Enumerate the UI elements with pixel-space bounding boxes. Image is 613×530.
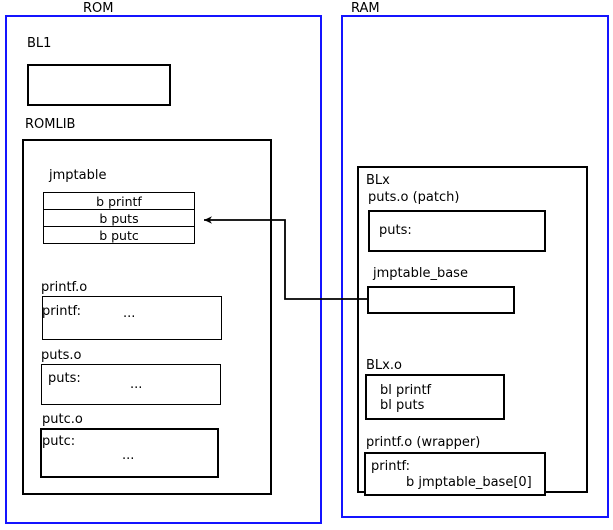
jmptable-row-printf-text: b printf <box>96 193 142 209</box>
putc-o-body: ... <box>122 448 135 463</box>
puts-o-symbol: puts: <box>48 371 81 386</box>
rom-region-label: ROM <box>83 1 114 16</box>
ram-region-label: RAM <box>351 1 380 16</box>
printf-o-body: ... <box>123 306 136 321</box>
bl1-label: BL1 <box>27 36 52 51</box>
printf-o-symbol: printf: <box>42 304 82 319</box>
jmptable-row-puts-text: b puts <box>99 210 139 226</box>
blx-o-label: BLx.o <box>366 358 402 373</box>
blx-o-line-1: bl printf <box>380 383 432 398</box>
printf-wrapper-box: printf: b jmptable_base[0] <box>364 452 546 496</box>
blx-label: BLx <box>366 173 390 188</box>
jmptable-row-putc-text: b putc <box>99 227 139 243</box>
jmptable-row-printf[interactable]: b printf <box>43 192 195 210</box>
blx-o-box: bl printf bl puts <box>365 374 505 420</box>
printf-o-label: printf.o <box>41 280 88 295</box>
printf-wrapper-symbol: printf: <box>371 459 411 474</box>
jmptable-row-puts[interactable]: b puts <box>43 209 195 227</box>
blx-o-line-2: bl puts <box>380 398 425 413</box>
puts-o-box: puts: ... <box>41 364 221 405</box>
printf-wrapper-label: printf.o (wrapper) <box>366 435 481 450</box>
jmptable-label: jmptable <box>49 168 107 183</box>
putc-o-box: putc: ... <box>40 428 219 478</box>
printf-wrapper-branch: b jmptable_base[0] <box>406 475 532 490</box>
jmptable-base-box[interactable] <box>367 286 515 314</box>
puts-patch-box: puts: <box>368 210 546 252</box>
jmptable-base-label: jmptable_base <box>373 266 468 281</box>
puts-patch-label: puts.o (patch) <box>368 190 460 205</box>
jmptable-row-putc[interactable]: b putc <box>43 226 195 244</box>
puts-o-label: puts.o <box>41 348 82 363</box>
printf-o-box: printf: ... <box>42 296 222 340</box>
putc-o-symbol: putc: <box>42 434 76 449</box>
romlib-label: ROMLIB <box>25 117 76 132</box>
puts-o-body: ... <box>130 377 143 392</box>
bl1-box <box>27 64 171 106</box>
puts-patch-symbol: puts: <box>379 223 412 238</box>
putc-o-label: putc.o <box>42 412 83 427</box>
